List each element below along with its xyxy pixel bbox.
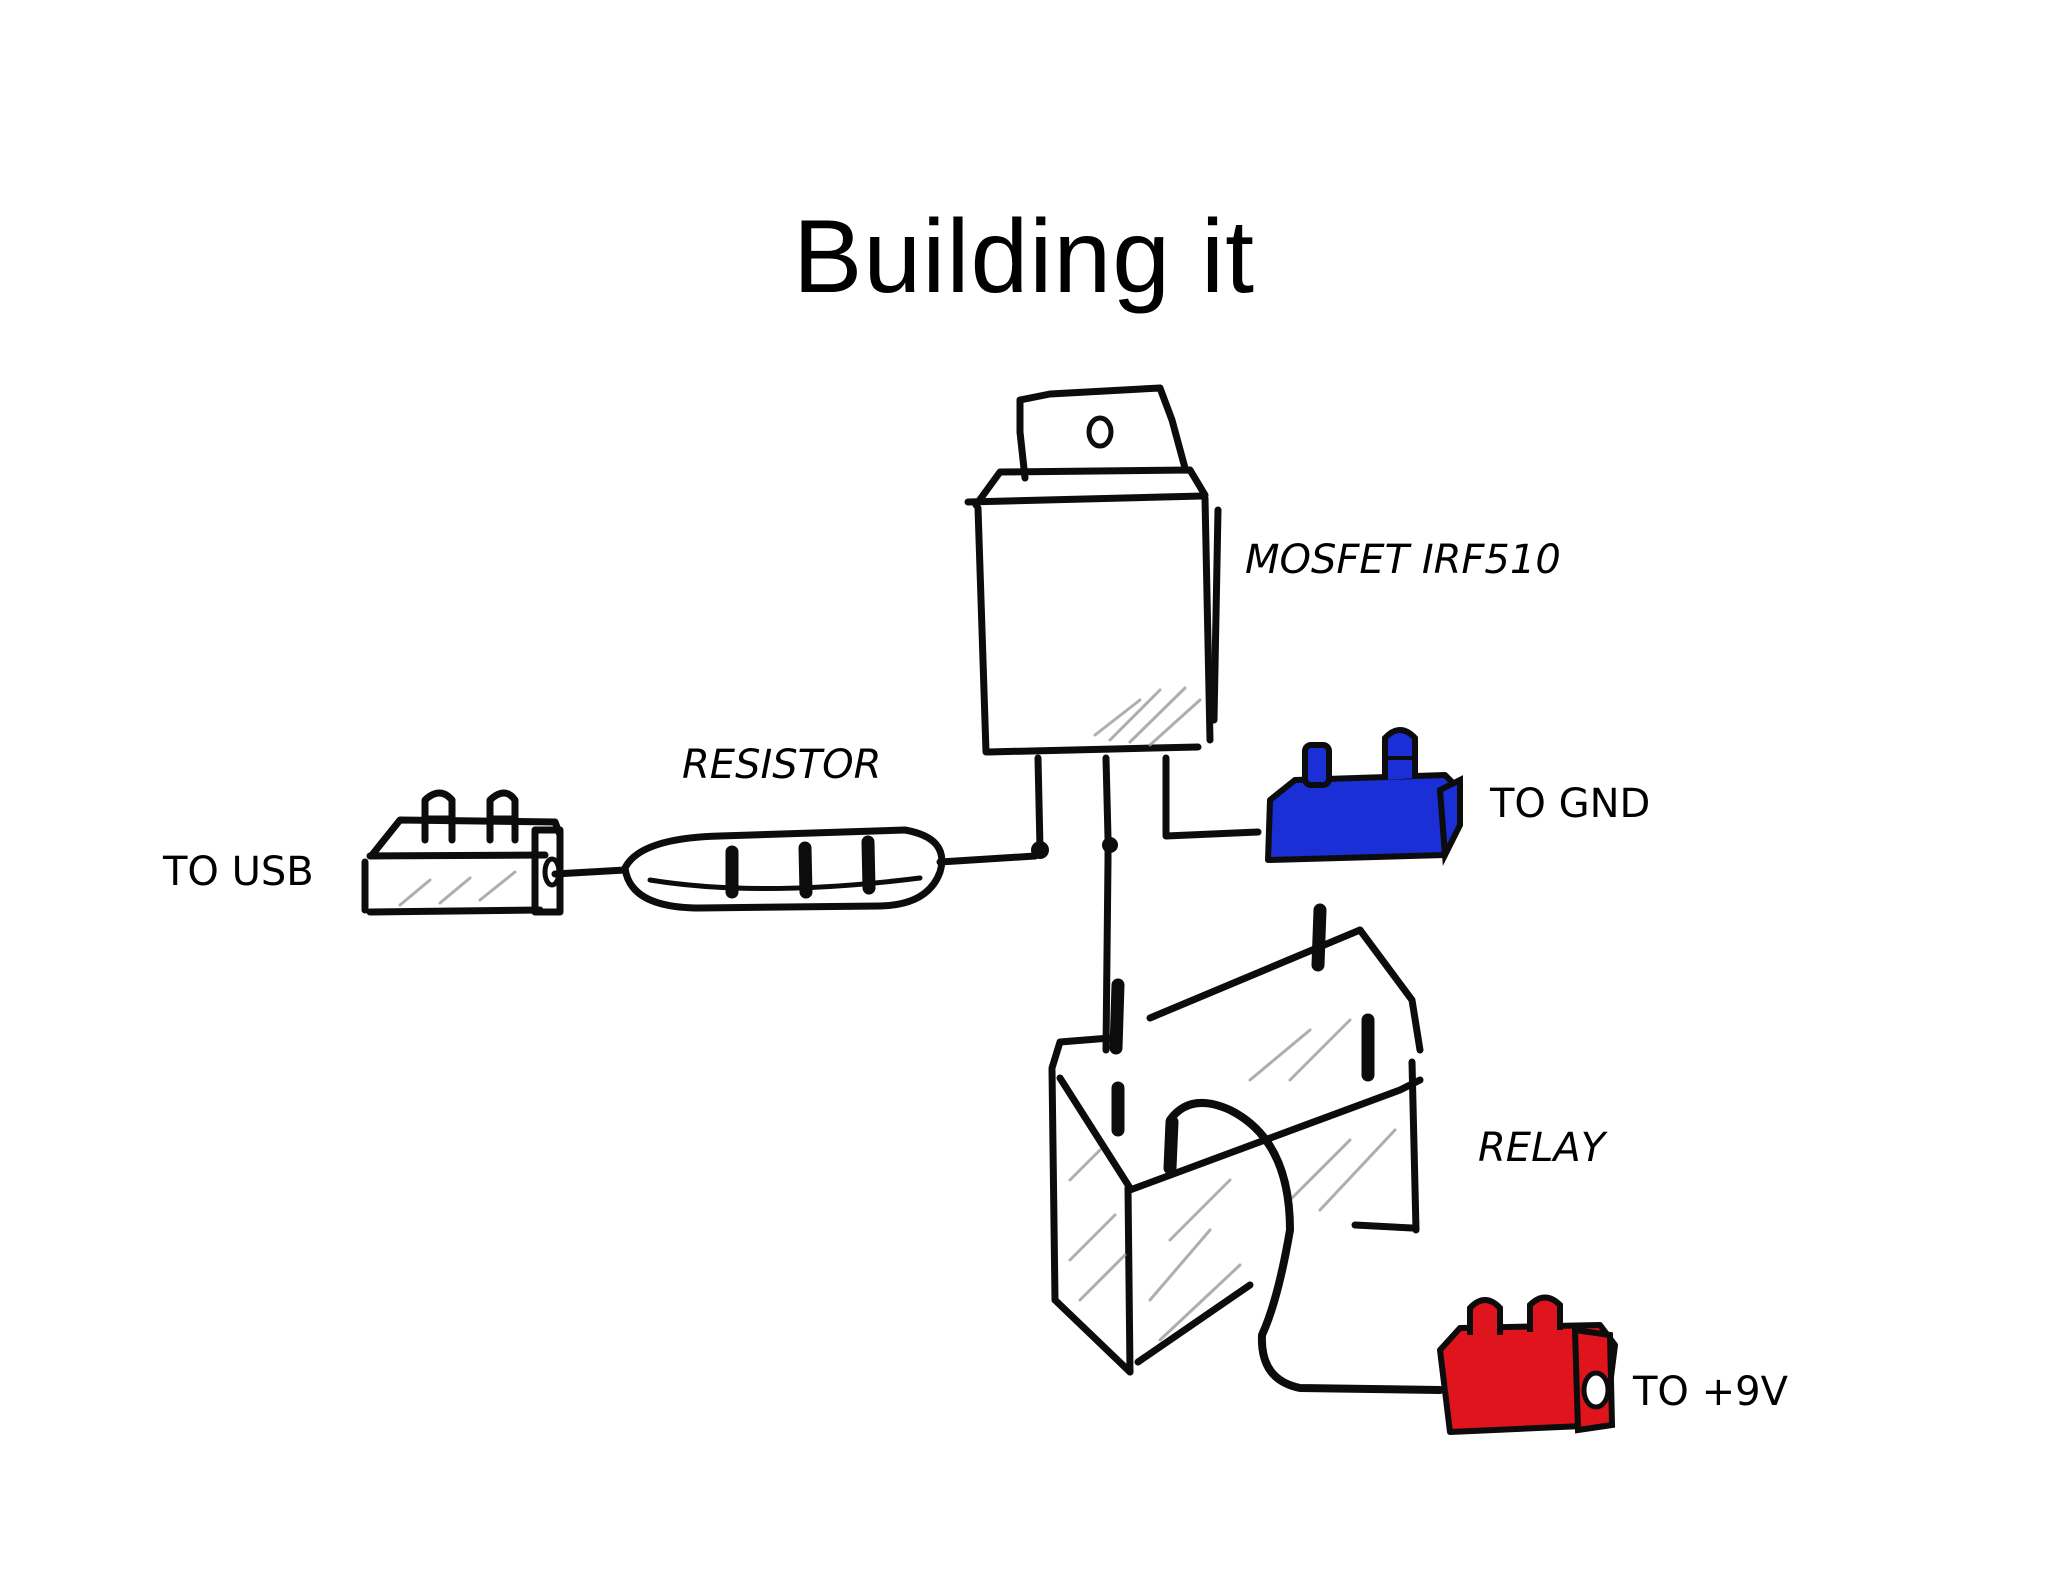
mosfet-component <box>964 384 1262 852</box>
resistor-component <box>551 826 1049 912</box>
to-9v-label: TO +9V <box>1633 1369 1788 1415</box>
usb-connector <box>361 789 564 916</box>
relay-component <box>1048 903 1424 1376</box>
to-usb-label: TO USB <box>163 849 314 895</box>
resistor-label: RESISTOR <box>682 742 882 788</box>
power-connector <box>1437 1294 1618 1435</box>
to-gnd-label: TO GND <box>1490 781 1651 827</box>
mosfet-label: MOSFET IRF510 <box>1245 537 1561 583</box>
gnd-connector <box>1265 727 1463 867</box>
page-title: Building it <box>793 199 1255 315</box>
relay-label: RELAY <box>1478 1125 1606 1171</box>
